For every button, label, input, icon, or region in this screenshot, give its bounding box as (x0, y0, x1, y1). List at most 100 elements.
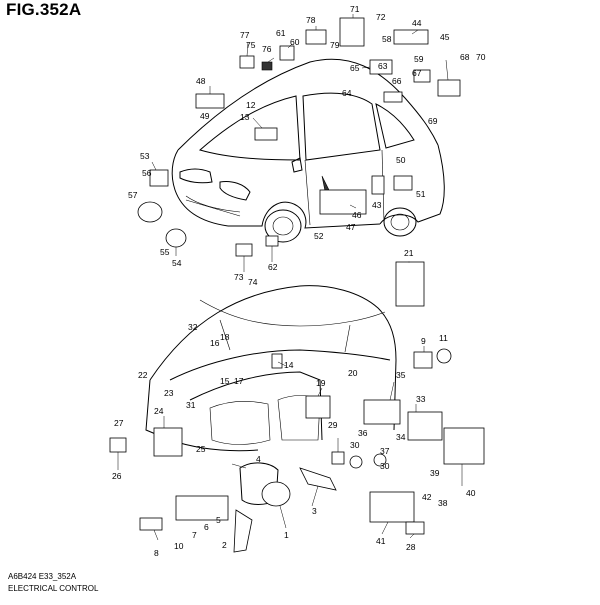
callout-39: 39 (430, 468, 440, 478)
part-41-airbag-sensor (369, 491, 415, 523)
callout-4: 4 (256, 454, 261, 464)
callout-3: 3 (312, 506, 317, 516)
callout-23: 23 (164, 388, 174, 398)
callout-17: 17 (234, 376, 244, 386)
part-19-meter (305, 395, 331, 419)
callout-6: 6 (204, 522, 209, 532)
callout-45: 45 (440, 32, 450, 42)
callout-62: 62 (268, 262, 278, 272)
callout-38: 38 (438, 498, 448, 508)
part-35-bracket (363, 399, 401, 425)
callout-57: 57 (128, 190, 138, 200)
callout-18: 18 (220, 332, 230, 342)
figure-caption: ELECTRICAL CONTROL (8, 584, 99, 593)
callout-73: 73 (234, 272, 244, 282)
part-62-bulb (265, 235, 279, 247)
callout-31: 31 (186, 400, 196, 410)
figure-code: A6B424 E33_352A (8, 572, 77, 581)
callout-8: 8 (154, 548, 159, 558)
part-2-combination-switch (233, 509, 253, 553)
figure-title: FIG.352A (6, 0, 82, 19)
part-73-sensor (235, 243, 253, 257)
part-50-switch (393, 175, 413, 191)
callout-36: 36 (358, 428, 368, 438)
leader-lines (117, 14, 463, 541)
callout-12: 12 (246, 100, 256, 110)
callout-56: 56 (142, 168, 152, 178)
callout-52: 52 (314, 231, 324, 241)
callout-66: 66 (392, 76, 402, 86)
callout-21: 21 (404, 248, 414, 258)
callout-70: 70 (476, 52, 486, 62)
part-68-bracket (437, 79, 461, 97)
part-39-ecu (443, 427, 485, 465)
parts (109, 17, 485, 553)
callout-labels: 1 2 3 4 5 6 7 8 9 10 11 12 13 14 15 16 1… (112, 4, 486, 558)
callout-67: 67 (412, 68, 422, 78)
part-76-clip (261, 61, 273, 71)
callout-10: 10 (174, 541, 184, 551)
callout-55: 55 (160, 247, 170, 257)
callout-5: 5 (216, 515, 221, 525)
callout-29: 29 (328, 420, 338, 430)
callout-34: 34 (396, 432, 406, 442)
part-43-switch (371, 175, 385, 195)
callout-65: 65 (350, 63, 360, 73)
part-30-bulb (349, 455, 363, 469)
callout-14: 14 (284, 360, 294, 370)
callout-28: 28 (406, 542, 416, 552)
callout-7: 7 (192, 530, 197, 540)
part-75-bracket (239, 55, 255, 69)
callout-76: 76 (262, 44, 272, 54)
dashboard-outline (145, 285, 397, 505)
callout-75: 75 (246, 40, 256, 50)
callout-58: 58 (382, 34, 392, 44)
callout-30-lower: 30 (380, 461, 390, 471)
callout-11: 11 (439, 333, 448, 343)
callout-26: 26 (112, 471, 122, 481)
callout-30-upper: 30 (350, 440, 360, 450)
callout-16: 16 (210, 338, 220, 348)
callout-1: 1 (284, 530, 289, 540)
callout-46: 46 (352, 210, 362, 220)
callout-27: 27 (114, 418, 124, 428)
part-11-cap (436, 348, 452, 364)
part-3-combination-switch (299, 467, 337, 491)
callout-20: 20 (348, 368, 358, 378)
part-28-connector (405, 521, 425, 535)
callout-40: 40 (466, 488, 476, 498)
callout-42: 42 (422, 492, 432, 502)
part-66-connector (383, 91, 403, 103)
callout-37: 37 (380, 446, 390, 456)
callout-48: 48 (196, 76, 206, 86)
callout-35: 35 (396, 370, 406, 380)
callout-74: 74 (248, 277, 258, 287)
callout-19: 19 (316, 378, 326, 388)
part-26-relay (109, 437, 127, 453)
part-44-switch (393, 29, 429, 45)
callout-43: 43 (372, 200, 382, 210)
part-1-clock-spring (261, 481, 291, 507)
callout-78: 78 (306, 15, 316, 25)
part-24-junction-box (153, 427, 183, 457)
part-37-bulb (373, 453, 387, 467)
car-body-outline (171, 58, 445, 243)
part-71-module (339, 17, 365, 47)
callout-32: 32 (188, 322, 198, 332)
callout-33: 33 (416, 394, 426, 404)
part-13-sensor (254, 127, 278, 141)
part-54-horn (165, 228, 187, 248)
callout-50: 50 (396, 155, 406, 165)
callout-60: 60 (290, 37, 300, 47)
part-9-switch (413, 351, 433, 369)
callout-13: 13 (240, 112, 250, 122)
callout-53: 53 (140, 151, 150, 161)
callout-61: 61 (276, 28, 286, 38)
callout-71: 71 (350, 4, 360, 14)
callout-64: 64 (342, 88, 352, 98)
callout-59: 59 (414, 54, 424, 64)
part-29-connector (331, 451, 345, 465)
part-59-relay (413, 69, 431, 83)
